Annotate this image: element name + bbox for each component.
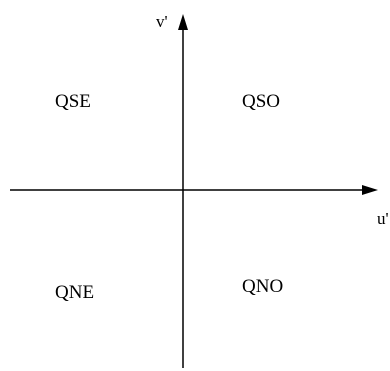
quadrant-label-top-right: QSO [242, 91, 280, 112]
vertical-axis-label: v' [156, 12, 168, 31]
horizontal-axis-label: u' [377, 209, 389, 228]
horizontal-axis-arrowhead [362, 185, 378, 195]
quadrant-label-bottom-right: QNO [242, 276, 283, 297]
quadrant-label-bottom-left: QNE [55, 282, 94, 303]
quadrant-label-top-left: QSE [55, 91, 91, 112]
vertical-axis-arrowhead [178, 14, 188, 30]
